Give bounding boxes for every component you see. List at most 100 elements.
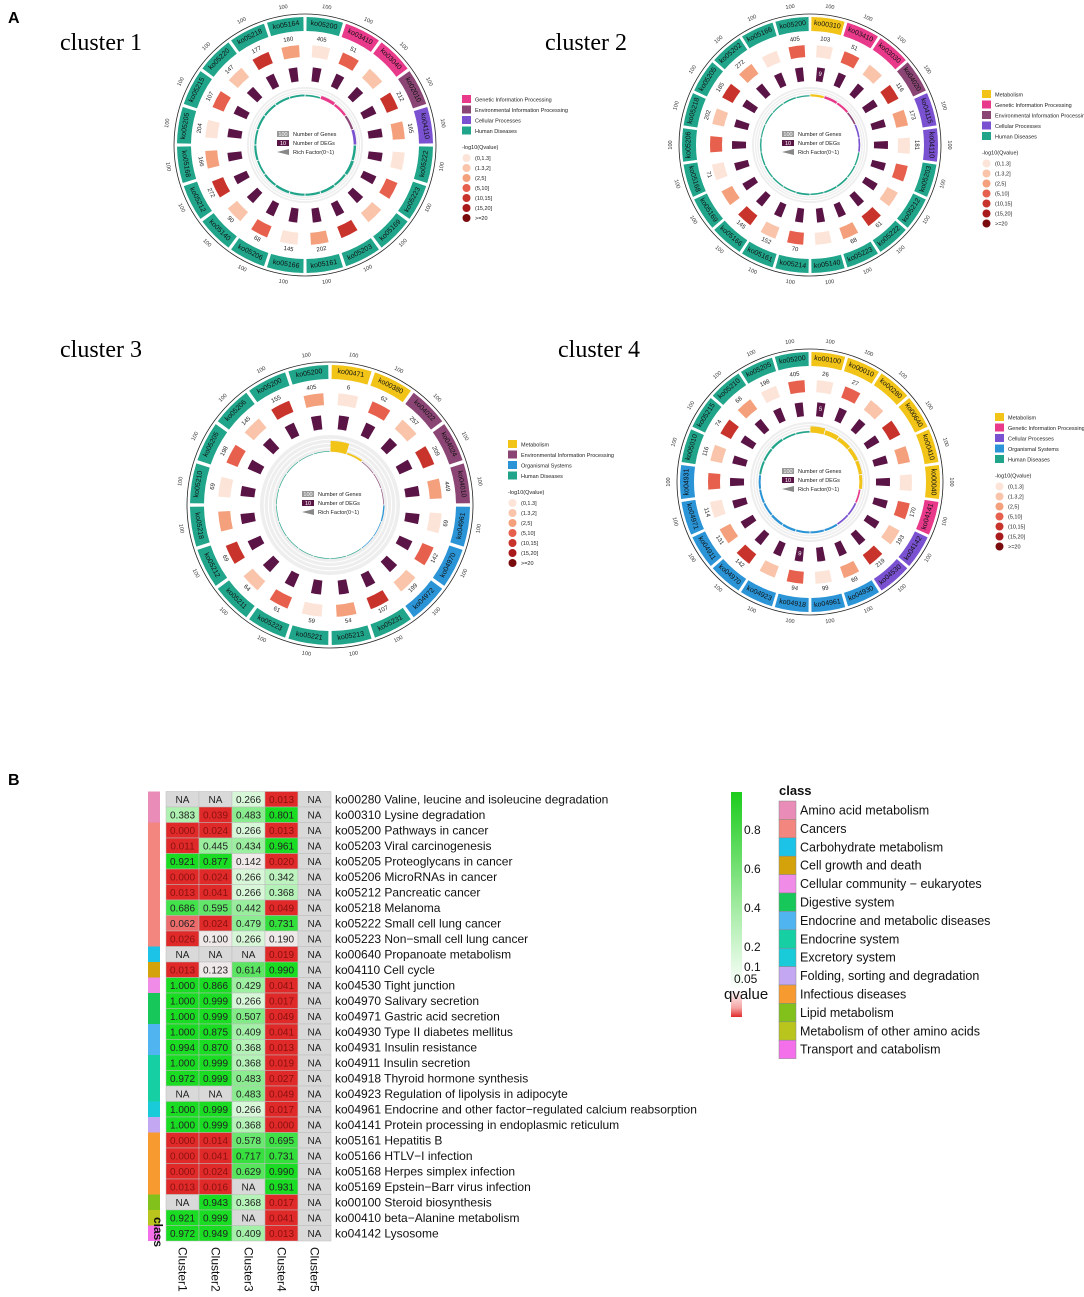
rich-factor-bar: [782, 433, 796, 441]
heatmap-cell-value: 0.049: [269, 903, 294, 914]
qvalue-legend-dot: [462, 174, 471, 182]
gene-count-label: 61: [272, 606, 281, 615]
heatmap-cell-value: 0.999: [203, 1105, 228, 1116]
gene-count-label: 116: [894, 82, 905, 94]
rich-factor-bar: [286, 461, 299, 474]
deg-count-box: [734, 159, 750, 171]
outer-axis-circle: [173, 13, 437, 277]
scale-tick-label: 100: [924, 400, 934, 411]
gene-count-label: 69: [221, 554, 230, 563]
heatmap-cell-value: NA: [308, 1151, 322, 1162]
term-class-band: [680, 464, 695, 500]
scale-tick-label: 100: [672, 101, 680, 112]
heatmap-cell-value: NA: [308, 841, 322, 852]
rich-factor-bar: [256, 115, 266, 130]
scale-tick-label: 100: [176, 76, 186, 87]
rich-factor-gridline: [756, 91, 864, 199]
deg-count-box: [246, 86, 263, 103]
term-class-band: [683, 162, 706, 197]
heatmap-cell-value: NA: [308, 795, 322, 806]
heatmap-cell-value: 0.578: [236, 1136, 261, 1147]
key-rich-swatch: [277, 149, 289, 155]
class-legend-swatch: [778, 984, 797, 1004]
term-class-band: [714, 220, 748, 252]
heatmap-cell-value: 1.000: [170, 1120, 195, 1131]
rich-factor-bar: [847, 112, 856, 125]
gene-count-bar: [218, 510, 233, 532]
heatmap-cell-value: 0.483: [236, 1089, 261, 1100]
heatmap-cell-value: 0.190: [269, 934, 294, 945]
key-degs-label: Number of DEGs: [318, 501, 360, 507]
gene-count-bar: [227, 200, 249, 222]
heatmap-cell-value: 0.999: [203, 1213, 228, 1224]
term-id-label: ko05200: [779, 20, 807, 31]
qvalue-legend-label: (1.3,2]: [995, 172, 1011, 178]
heatmap-cell-value: NA: [308, 981, 322, 992]
qvalue-legend-dot: [982, 159, 991, 168]
gene-count-bar: [228, 67, 250, 89]
heatmap-cell-value: NA: [308, 1074, 322, 1085]
row-class-cell: [148, 1055, 160, 1071]
heatmap-cell-value: NA: [176, 1089, 190, 1100]
deg-count-box: [754, 529, 770, 546]
term-class-band: [413, 146, 433, 184]
key-degs-label: Number of DEGs: [798, 478, 840, 484]
row-label: ko04961 Endocrine and other factor−regul…: [335, 1102, 697, 1116]
scale-tick-label: 100: [393, 635, 404, 645]
key-degs-label: Number of DEGs: [798, 141, 840, 147]
qvalue-legend-label: (0,1.3]: [995, 162, 1011, 168]
heatmap-cell-value: NA: [308, 1167, 322, 1178]
scale-tick-label: 100: [349, 352, 359, 359]
term-class-band: [373, 42, 408, 77]
key-degs-label: Number of DEGs: [293, 141, 335, 147]
rich-factor-bar: [824, 430, 839, 441]
gene-count-label: 257: [408, 416, 420, 428]
rich-factor-bar: [764, 165, 773, 178]
scale-tick-label: 100: [785, 4, 795, 11]
class-legend-label: Infectious diseases: [800, 988, 906, 1002]
heatmap-cell-value: NA: [308, 1136, 322, 1147]
deg-count-box: [815, 207, 826, 223]
term-class-band: [306, 253, 344, 273]
qvalue-legend-dot: [508, 499, 517, 507]
gene-count-bar: [269, 589, 293, 609]
heatmap-cell-value: NA: [308, 1229, 322, 1240]
term-class-band: [341, 23, 379, 52]
heatmap-cell-value: NA: [308, 826, 322, 837]
column-label: Cluster2: [209, 1247, 223, 1292]
deg-count-box: [311, 207, 322, 223]
heatmap-cell-value: 0.731: [269, 1151, 294, 1162]
scale-tick-label: 100: [941, 437, 949, 448]
row-label: ko04931 Insulin resistance: [335, 1040, 477, 1054]
gene-count-label: 99: [822, 585, 830, 592]
gene-count-bar: [881, 420, 901, 441]
qvalue-legend-label: (5,10]: [521, 531, 536, 537]
scale-tick-label: 100: [897, 583, 908, 594]
cluster-1-title: cluster 1: [60, 30, 142, 56]
heatmap-cell-value: 0.383: [170, 810, 195, 821]
deg-count-box: [262, 555, 280, 573]
heatmap-cell-value: NA: [308, 1058, 322, 1069]
deg-count-box: [284, 570, 300, 588]
gene-count-bar: [841, 386, 861, 404]
rich-factor-bar: [824, 523, 838, 532]
scale-tick-label: 100: [825, 618, 835, 625]
rich-factor-bar: [361, 536, 374, 549]
class-legend-label: Metabolism: [521, 443, 550, 449]
qvalue-legend-label: (15,20]: [1008, 535, 1026, 541]
deg-count-box: [773, 201, 787, 218]
gene-count-bar: [899, 474, 913, 492]
gene-count-label: 165: [406, 123, 414, 134]
heatmap-cell-value: NA: [308, 1120, 322, 1131]
class-legend-swatch: [508, 471, 517, 480]
term-class-band: [916, 499, 939, 535]
class-legend-label: Metabolism: [995, 93, 1024, 99]
gene-count-label: 68: [735, 395, 744, 404]
term-class-band: [681, 429, 704, 465]
scale-tick-label: 100: [897, 370, 908, 381]
deg-count-box: [755, 191, 771, 207]
rich-factor-bar: [759, 461, 765, 475]
heatmap-cell-value: 0.629: [236, 1167, 261, 1178]
scale-tick-label: 100: [164, 118, 171, 128]
deg-count-box: [742, 99, 759, 114]
